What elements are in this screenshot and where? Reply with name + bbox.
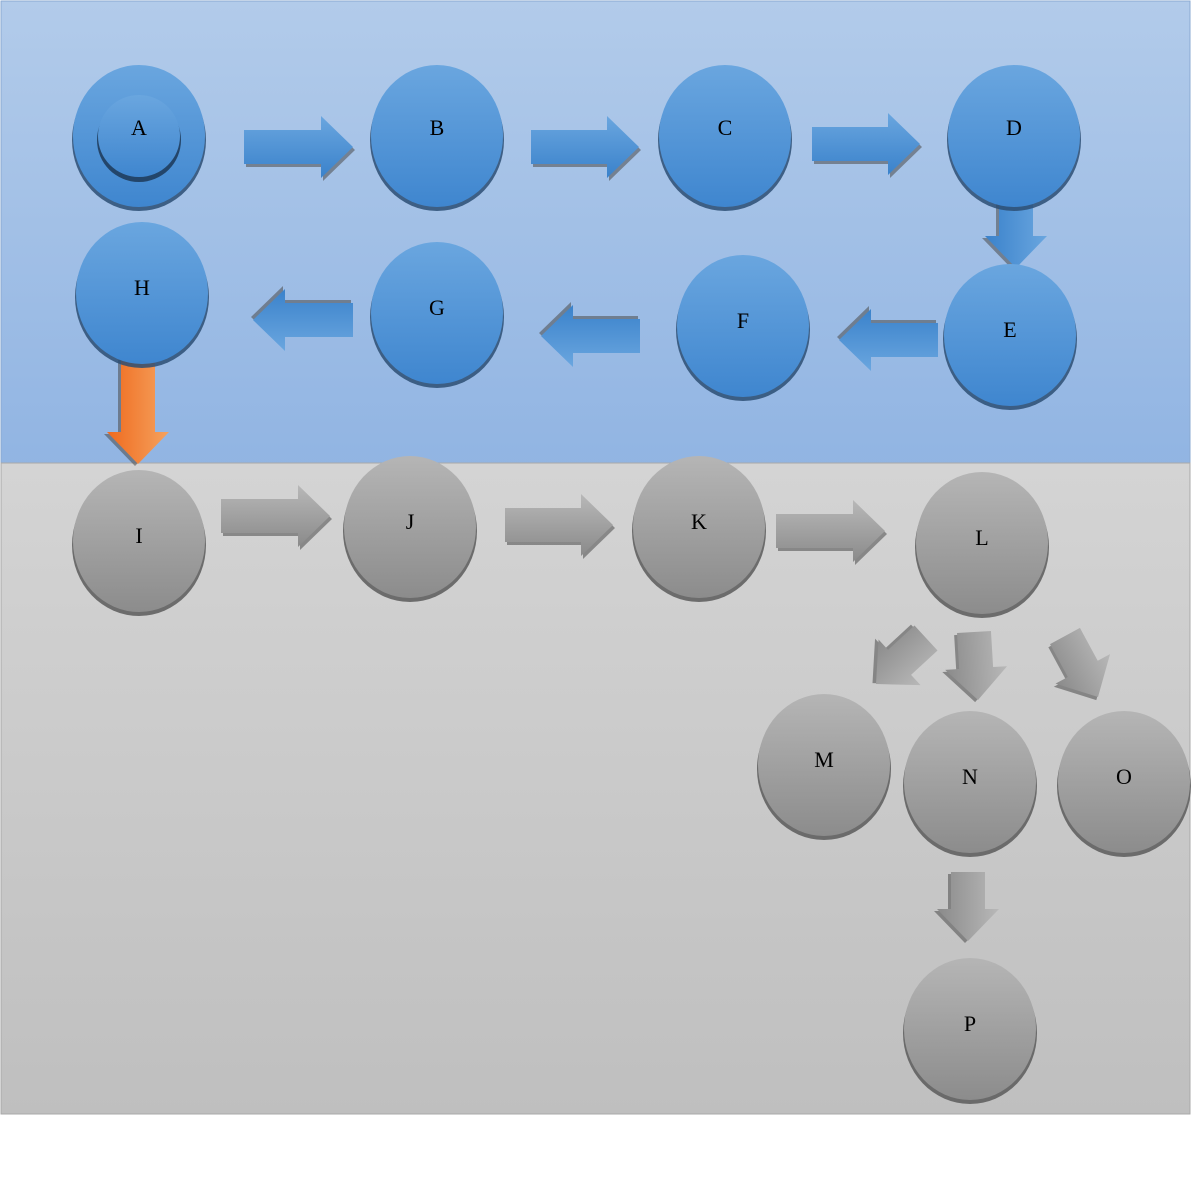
node-e-circle [944, 264, 1076, 406]
arrow-h-to-i [104, 358, 169, 466]
nodes-layer: A B C D E F G H I J K L M N O P [72, 65, 1191, 1104]
node-o-circle [1058, 711, 1190, 853]
node-k-label: K [691, 509, 707, 534]
arrow-d-to-e [982, 198, 1047, 270]
node-d-circle [948, 65, 1080, 207]
node-c: C [658, 65, 792, 211]
node-n-circle [904, 711, 1036, 853]
node-g-circle [371, 242, 503, 384]
node-e-label: E [1003, 317, 1016, 342]
node-c-circle [659, 65, 791, 207]
node-c-label: C [718, 115, 733, 140]
node-o: O [1057, 711, 1191, 857]
node-l-circle [916, 472, 1048, 614]
node-n-label: N [962, 764, 978, 789]
arrow-c-to-d [812, 113, 922, 178]
arrow-g-to-h [251, 286, 353, 351]
arrow-l-to-n [942, 631, 1008, 703]
node-p-circle [904, 958, 1036, 1100]
node-p: P [903, 958, 1037, 1104]
node-m: M [757, 694, 891, 840]
node-l: L [915, 472, 1049, 618]
arrow-k-to-l [776, 500, 887, 565]
node-j: J [343, 456, 477, 602]
node-f: F [676, 255, 810, 401]
node-a-label: A [131, 115, 147, 140]
node-g: G [370, 242, 504, 388]
node-h-label: H [134, 275, 150, 300]
node-h: H [75, 222, 209, 368]
arrow-b-to-c [531, 116, 641, 181]
node-e: E [943, 264, 1077, 410]
node-f-label: F [737, 308, 749, 333]
arrow-f-to-g [539, 302, 640, 367]
arrow-n-to-p [934, 872, 999, 943]
node-p-label: P [964, 1011, 976, 1036]
node-g-label: G [429, 295, 445, 320]
node-d: D [947, 65, 1081, 211]
arrow-i-to-j [221, 485, 332, 550]
node-d-label: D [1006, 115, 1022, 140]
node-k-circle [633, 456, 765, 598]
node-i-circle [73, 470, 205, 612]
node-j-circle [344, 456, 476, 598]
node-b-label: B [430, 115, 445, 140]
node-h-circle [76, 222, 208, 364]
node-a: A [72, 65, 206, 211]
node-l-label: L [975, 525, 988, 550]
node-f-circle [677, 255, 809, 397]
node-b-circle [371, 65, 503, 207]
node-o-label: O [1116, 764, 1132, 789]
edges-layer [104, 113, 1111, 943]
node-m-circle [758, 694, 890, 836]
node-m-label: M [814, 747, 834, 772]
node-j-label: J [406, 509, 415, 534]
arrow-j-to-k [505, 494, 615, 559]
arrow-a-to-b [244, 116, 355, 181]
node-k: K [632, 456, 766, 602]
node-n: N [903, 711, 1037, 857]
node-i: I [72, 470, 206, 616]
arrow-l-to-m [872, 624, 938, 686]
node-b: B [370, 65, 504, 211]
arrow-l-to-o [1048, 627, 1111, 701]
arrow-e-to-f [837, 306, 938, 371]
node-i-label: I [135, 523, 142, 548]
